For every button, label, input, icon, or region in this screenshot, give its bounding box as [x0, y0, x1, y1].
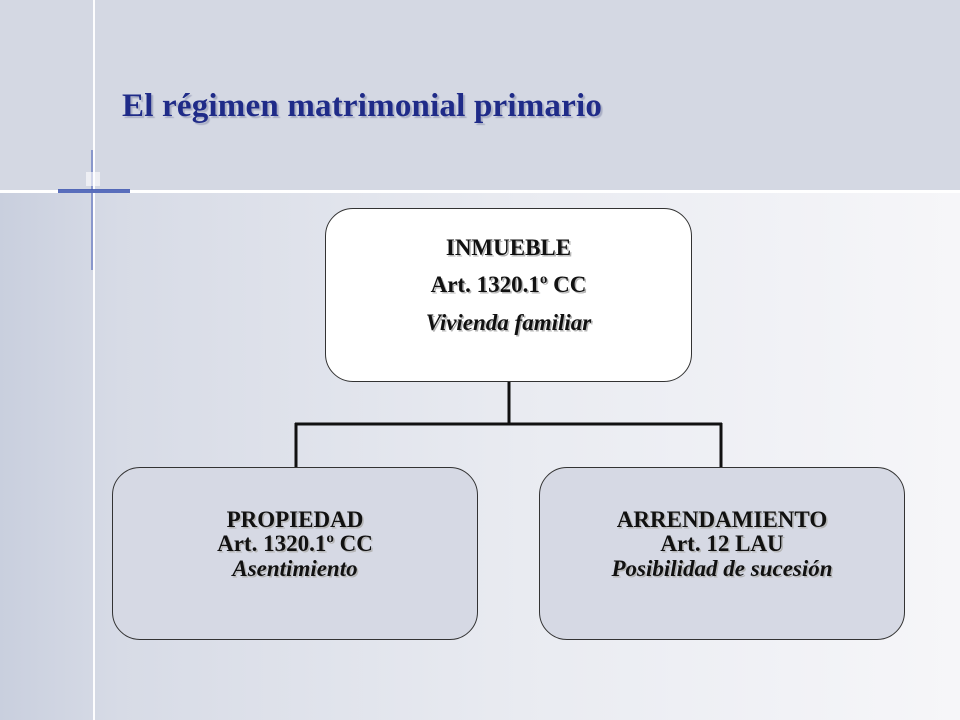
node-inmueble-title: INMUEBLE — [445, 235, 572, 261]
title-band — [0, 0, 960, 192]
node-inmueble: INMUEBLE Art. 1320.1º CC Vivienda famili… — [325, 208, 692, 382]
node-propiedad-article: Art. 1320.1º CC — [217, 531, 373, 557]
slide-title: El régimen matrimonial primario — [122, 88, 603, 124]
decorative-accent-horizontal-line — [58, 189, 130, 193]
node-propiedad-requirement: Asentimiento — [232, 555, 358, 581]
decorative-vertical-line — [93, 0, 95, 720]
node-arrendamiento-title: ARRENDAMIENTO — [616, 506, 828, 532]
node-propiedad-title: PROPIEDAD — [226, 506, 364, 532]
decorative-square — [86, 172, 100, 186]
node-propiedad: PROPIEDAD Art. 1320.1º CC Asentimiento — [112, 467, 478, 640]
node-inmueble-subject: Vivienda familiar — [425, 309, 592, 335]
node-arrendamiento-article: Art. 12 LAU — [660, 531, 784, 557]
decorative-horizontal-line — [0, 190, 960, 193]
node-arrendamiento: ARRENDAMIENTO Art. 12 LAU Posibilidad de… — [539, 467, 905, 640]
node-arrendamiento-consequence: Posibilidad de sucesión — [611, 555, 833, 581]
decorative-accent-vertical-line — [91, 150, 93, 270]
node-inmueble-article: Art. 1320.1º CC — [430, 272, 587, 298]
